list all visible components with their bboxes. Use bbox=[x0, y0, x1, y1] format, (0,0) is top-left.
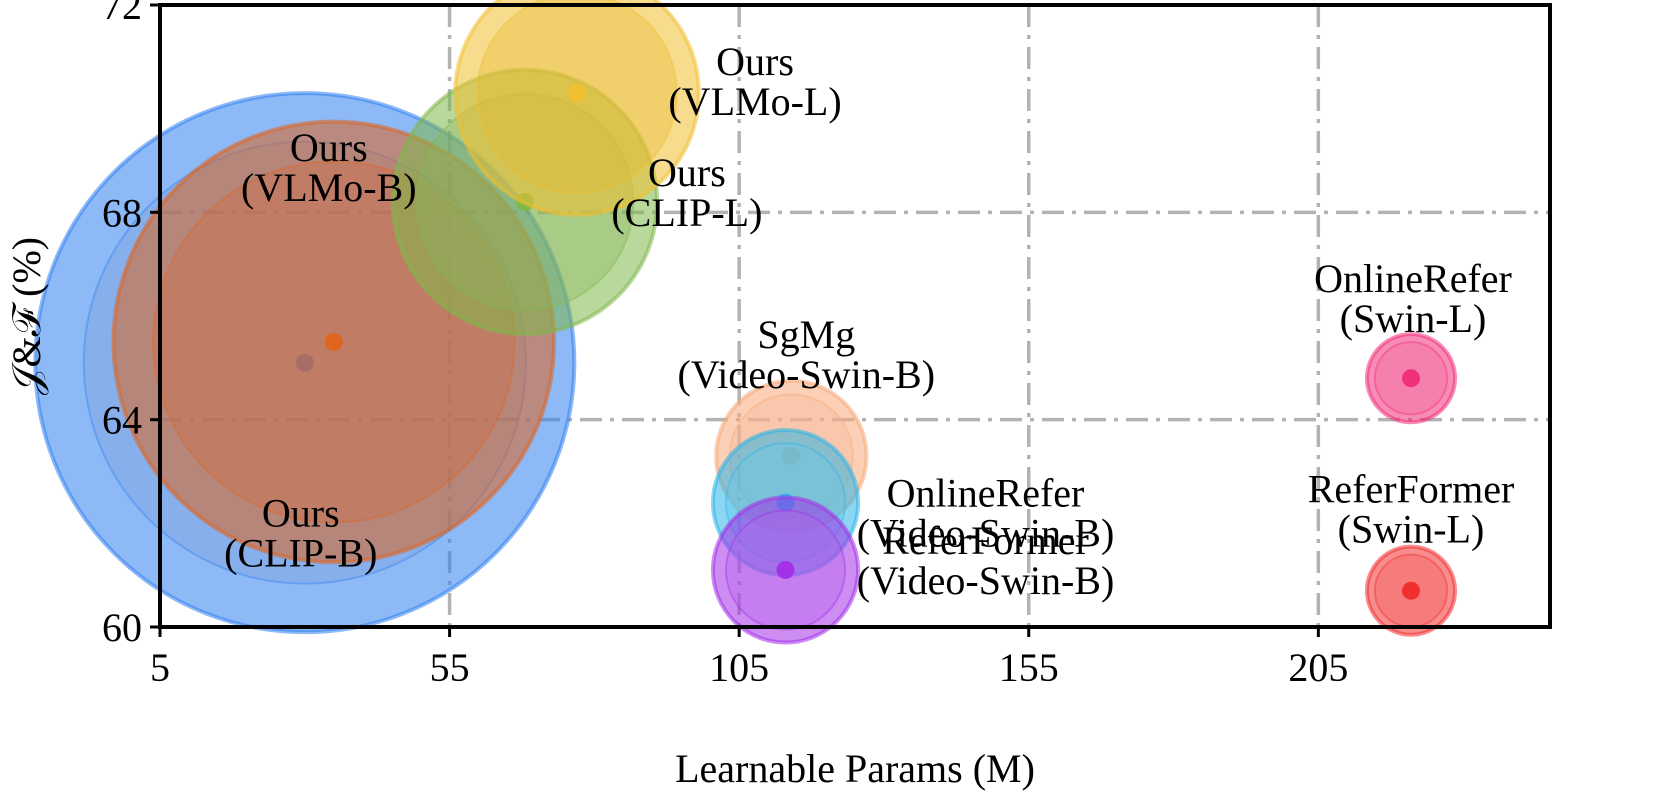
point-label-name: ReferFormer bbox=[882, 518, 1089, 563]
x-tick-label: 5 bbox=[150, 645, 170, 690]
point-label: OnlineRefer(Video-Swin-B) bbox=[857, 471, 1115, 556]
point-label-backbone: (VLMo-B) bbox=[241, 165, 417, 210]
point-label-name: OnlineRefer bbox=[1314, 256, 1512, 301]
point-labels: Ours(CLIP-B)Ours(VLMo-B)Ours(CLIP-L)Ours… bbox=[224, 39, 1514, 603]
point-label-backbone: (Video-Swin-B) bbox=[857, 511, 1115, 556]
bubble-outer bbox=[453, 0, 701, 217]
bubbles bbox=[33, 0, 1458, 645]
point-label: Ours(CLIP-L) bbox=[611, 150, 762, 235]
y-tick-label: 64 bbox=[102, 398, 142, 443]
y-tick-label: 68 bbox=[102, 190, 142, 235]
point-label: ReferFormer(Video-Swin-B) bbox=[857, 518, 1115, 603]
point-label-backbone: (Swin-L) bbox=[1340, 296, 1487, 341]
point-label-backbone: (CLIP-L) bbox=[611, 190, 762, 235]
bubble-center-dot bbox=[324, 332, 343, 351]
point-label-name: Ours bbox=[290, 125, 368, 170]
point-label-name: Ours bbox=[262, 491, 340, 536]
point-label-backbone: (Swin-L) bbox=[1338, 507, 1485, 552]
point-label: OnlineRefer(Swin-L) bbox=[1314, 256, 1512, 341]
x-tick-label: 205 bbox=[1288, 645, 1348, 690]
point-label: Ours(VLMo-B) bbox=[241, 125, 417, 210]
bubble-center-dot bbox=[776, 560, 795, 579]
bubble bbox=[1364, 544, 1458, 637]
point-label: SgMg(Video-Swin-B) bbox=[678, 312, 936, 397]
x-tick-label: 105 bbox=[709, 645, 769, 690]
bubble bbox=[1364, 332, 1458, 425]
x-tick-label: 55 bbox=[430, 645, 470, 690]
y-tick-label: 72 bbox=[102, 0, 142, 28]
bubble bbox=[710, 495, 861, 645]
point-label: Ours(CLIP-B) bbox=[224, 491, 377, 576]
point-label-backbone: (Video-Swin-B) bbox=[678, 352, 936, 397]
point-label-backbone: (CLIP-B) bbox=[224, 531, 377, 576]
point-label-backbone: (VLMo-L) bbox=[668, 79, 841, 124]
point-label-name: Ours bbox=[648, 150, 726, 195]
point-label-name: OnlineRefer bbox=[887, 471, 1085, 516]
point-label: Ours(VLMo-L) bbox=[668, 39, 841, 124]
y-tick-label: 60 bbox=[102, 605, 142, 650]
plot-frame bbox=[158, 3, 1552, 629]
bubble-center-dot bbox=[1402, 581, 1420, 600]
bubble bbox=[453, 0, 701, 217]
point-label-name: SgMg bbox=[757, 312, 855, 357]
point-label-name: ReferFormer bbox=[1308, 467, 1515, 512]
point-label: ReferFormer(Swin-L) bbox=[1308, 467, 1515, 552]
point-label-backbone: (Video-Swin-B) bbox=[857, 558, 1115, 603]
x-axis-title: Learnable Params (M) bbox=[675, 746, 1035, 791]
x-tick-label: 155 bbox=[999, 645, 1059, 690]
point-label-name: Ours bbox=[716, 39, 794, 84]
bubble-center-dot bbox=[1402, 369, 1420, 388]
bubble-center-dot bbox=[568, 84, 586, 103]
y-axis-title: 𝒥&ℱ (%) bbox=[4, 237, 49, 395]
